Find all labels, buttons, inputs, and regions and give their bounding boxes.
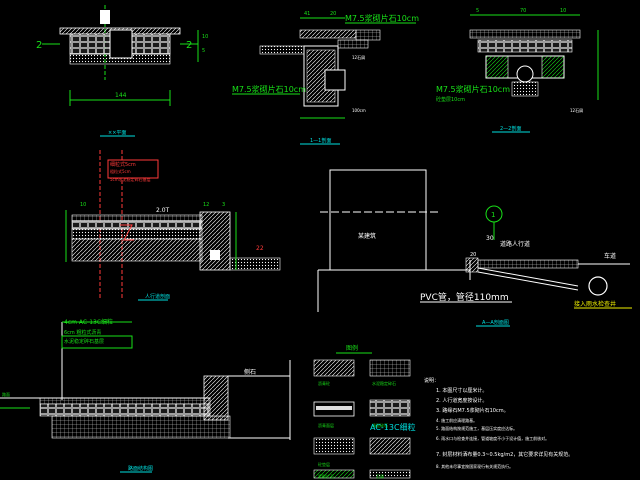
- notes-heading: 说明：: [424, 377, 439, 384]
- legend-swatch-4: [313, 437, 355, 455]
- kerb-callout-1: 细粒式5cm: [110, 161, 136, 168]
- kerb-dim-d: 2.0T: [156, 207, 170, 214]
- road-structure: 4cm AC-13C细粒 6cm 粗粒式沥青 水泥稳定碎石基层 侧石 路面 路面…: [0, 318, 291, 473]
- s2-dim-top: 70: [520, 8, 526, 14]
- note-line-2: 3. 路缘石M7.5浆砌片石10cm。: [436, 407, 509, 414]
- notes: 说明： 1. 本图尺寸以厘米计。 2. 人行道宽度按设计。 3. 路缘石M7.5…: [424, 377, 573, 469]
- plan-dim-a: 10: [202, 34, 208, 40]
- aa-dim-30: 30: [486, 235, 494, 242]
- road-edge-label: 路面: [2, 391, 10, 397]
- note-line-6: 7. 封层材料洒布量0.3~0.5kg/m2，其它要求详见有关规范。: [436, 451, 573, 458]
- legend-label-4: 砼垫层: [318, 461, 330, 467]
- s2-callout-left: M7.5浆砌片石10cm: [436, 84, 510, 94]
- road-callout-2: 6cm 粗粒式沥青: [64, 329, 101, 336]
- aa-access-label: 接入雨水检查井: [574, 300, 616, 308]
- legend-swatch-7: [369, 469, 411, 479]
- legend-label-6: 浆砌片石: [318, 473, 334, 479]
- aa-title: A—A剖面图: [482, 319, 509, 326]
- legend-swatch-0: [313, 359, 355, 377]
- section-2-2: 70 5 10 M7.5浆砌片石10cm 砼垫层10cm 12石屑 2—2剖面: [436, 8, 599, 133]
- s2-title: 2—2剖面: [500, 125, 521, 132]
- legend-label-7: 石屑: [376, 473, 384, 479]
- aa-dim-20: 20: [470, 252, 476, 258]
- s2-dim-top-b: 10: [560, 8, 566, 14]
- s2-dim-top-a: 5: [476, 8, 479, 14]
- aa-pipe-label: PVC管，管径110mm: [420, 291, 509, 303]
- section-mark-right: 2: [186, 40, 192, 51]
- legend-label-5: AC-13C细粒: [370, 422, 416, 432]
- s1-callout-top: M7.5浆砌片石10cm: [345, 13, 419, 23]
- aa-road-label: 车道: [604, 252, 616, 260]
- road-title: 路面结构图: [128, 465, 153, 472]
- legend-label-2: 沥青面层: [318, 422, 334, 428]
- legend-swatch-3: [369, 399, 411, 417]
- road-callout-3: 水泥稳定碎石基层: [64, 338, 104, 345]
- s1-callout-bottom: M7.5浆砌片石10cm: [232, 84, 306, 94]
- section-a-a: 某建筑 道路人行道 车道 PVC管，管径110mm 接入雨水检查井 1 30 2…: [317, 169, 632, 327]
- kerb-dim-b: 12: [203, 202, 209, 208]
- note-line-3: 4. 施工前应清理路基。: [436, 417, 477, 423]
- kerb-dim-e: 22: [256, 245, 264, 252]
- section-mark-left: 2: [36, 40, 42, 51]
- plan-view: 2 2 144 10 5 ××平面: [36, 5, 208, 137]
- legend-title: 图例: [346, 344, 358, 352]
- note-line-4: 5. 路面结构按规范施工，基层压实度应达标。: [436, 425, 517, 431]
- road-callout-1: 4cm AC-13C细粒: [64, 318, 113, 326]
- aa-building-label: 某建筑: [358, 232, 376, 240]
- s1-callout-side: 12石屑: [352, 54, 365, 60]
- legend-swatch-5: [369, 437, 411, 455]
- legend-swatch-1: [369, 359, 411, 377]
- s1-dim-top: 41: [304, 11, 310, 17]
- note-line-5: 6. 雨水口与检查井连接，管道坡度不小于设计值，施工前核对。: [436, 435, 549, 441]
- s2-callout-right: 12石屑: [570, 107, 583, 113]
- section-1-1: 41 20 M7.5浆砌片石10cm 12石屑 M7.5浆砌片石10cm 100…: [232, 11, 419, 145]
- sidewalk-section: 细粒式5cm 粗粒式5cm 5cm水泥稳定碎石基层 10 12 3 2.0T 2…: [65, 150, 281, 301]
- s1-dim-top2: 20: [330, 11, 336, 17]
- note-line-1: 2. 人行道宽度按设计。: [436, 397, 487, 404]
- kerb-dim-c: 3: [222, 202, 225, 208]
- legend: 图例 沥青砼 水泥稳定碎石 沥青面层 级配碎石 砼垫层 AC-13C细粒 浆砌片…: [313, 344, 416, 479]
- kerb-title: 人行道剖面: [145, 293, 170, 300]
- aa-circle-num: 1: [491, 211, 495, 219]
- plan-width-dim: 144: [115, 92, 127, 99]
- plan-title: ××平面: [108, 130, 126, 136]
- kerb-dim-a: 10: [80, 202, 86, 208]
- s1-title: 1—1剖面: [310, 137, 331, 144]
- plan-dim-b: 5: [202, 48, 205, 54]
- s2-callout-left2: 砼垫层10cm: [436, 96, 465, 103]
- kerb-callout-3: 5cm水泥稳定碎石基层: [110, 176, 151, 182]
- legend-label-1: 水泥稳定碎石: [372, 380, 396, 386]
- road-kerb-label: 侧石: [244, 368, 256, 376]
- legend-label-3: 级配碎石: [372, 422, 388, 428]
- aa-walk-label: 道路人行道: [500, 240, 530, 248]
- note-line-0: 1. 本图尺寸以厘米计。: [436, 387, 487, 394]
- s1-dim-bottom: 100cm: [352, 108, 366, 113]
- kerb-callout-2: 粗粒式5cm: [110, 168, 131, 174]
- legend-swatch-6: [313, 469, 355, 479]
- note-line-7: 8. 其他未尽事宜按国家现行有关规范执行。: [436, 463, 513, 469]
- legend-label-0: 沥青砼: [318, 380, 330, 386]
